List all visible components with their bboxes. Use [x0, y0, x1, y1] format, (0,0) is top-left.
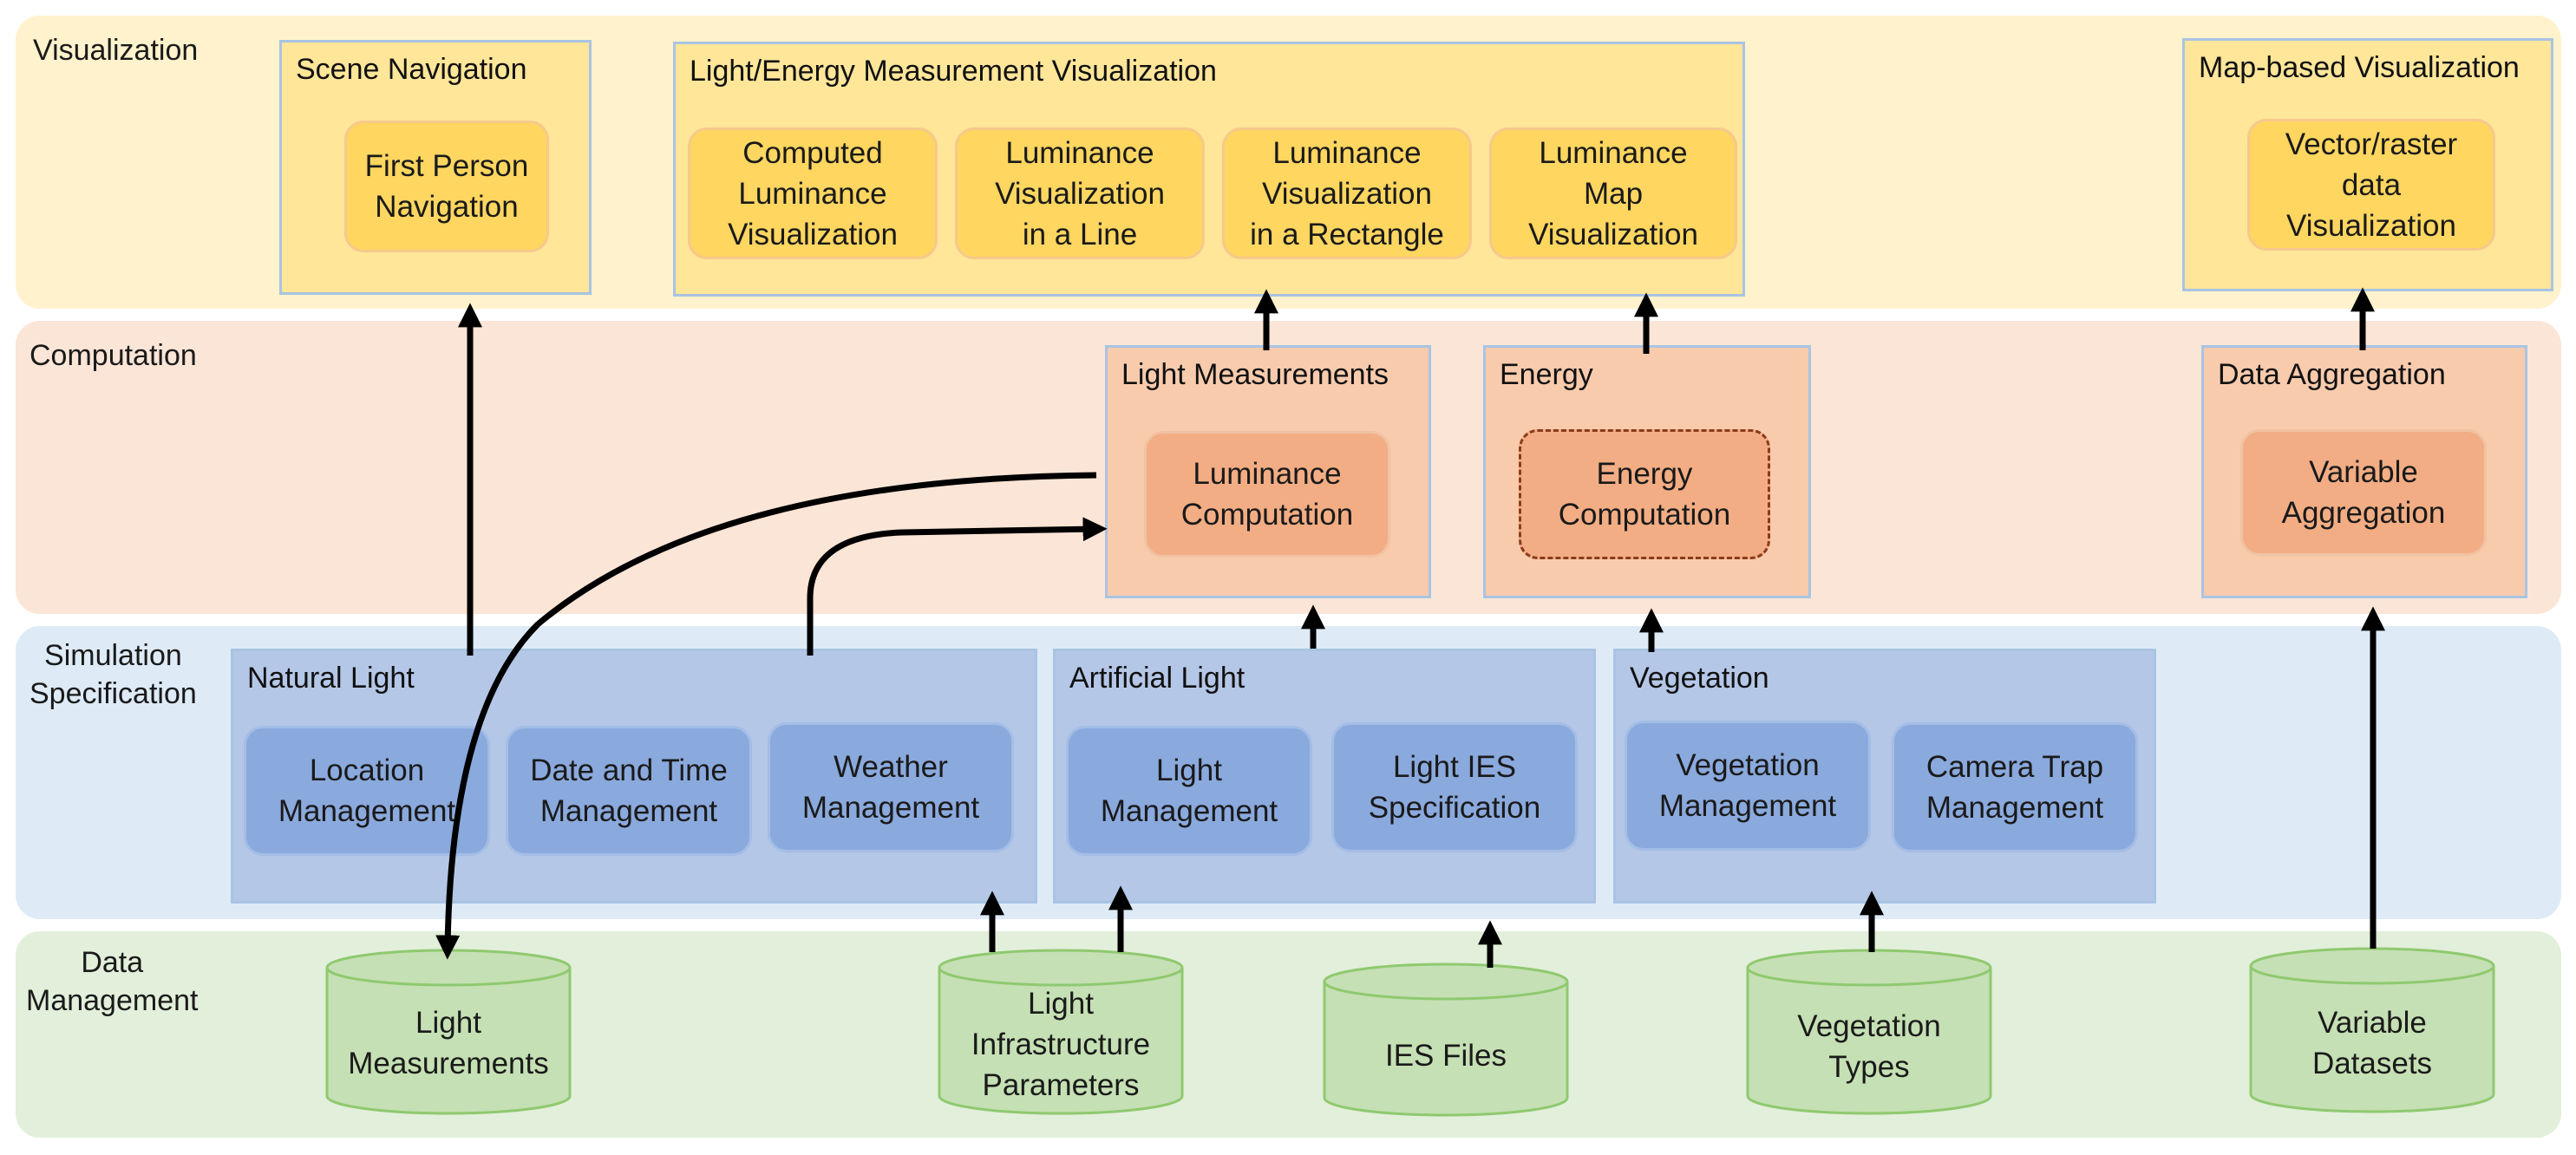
weather-management-module: Weather Management [768, 722, 1014, 852]
cylinder-icon [2249, 947, 2495, 1113]
natural-light-group: Natural Light Location Management Date a… [231, 649, 1037, 904]
computed-luminance-visualization-module: Computed Luminance Visualization [688, 127, 938, 259]
variable-datasets-datastore-label: Variable Datasets [2311, 1006, 2433, 1080]
light-management-module: Light Management [1066, 726, 1312, 856]
light-measurements-datastore-label: Light Measurements [348, 1006, 549, 1080]
natural-light-title: Natural Light [247, 662, 415, 695]
simulation-layer-label: Simulation Specification [29, 639, 197, 710]
scene-navigation-title: Scene Navigation [296, 53, 527, 86]
camera-trap-management-module: Camera Trap Management [1892, 722, 2138, 852]
energy-computation-module: Energy Computation [1519, 429, 1770, 559]
vegetation-types-datastore: Vegetation Types [1745, 949, 1993, 1115]
luminance-computation-module: Luminance Computation [1144, 431, 1390, 558]
light-infrastructure-datastore-label: Light Infrastructure Parameters [971, 987, 1151, 1102]
light-infrastructure-datastore: Light Infrastructure Parameters [937, 949, 1185, 1115]
light-ies-specification-module: Light IES Specification [1331, 722, 1578, 852]
cylinder-icon [938, 949, 1184, 1115]
vector-raster-visualization-module: Vector/raster data Visualization [2247, 119, 2495, 251]
light-measurements-group: Light Measurements Luminance Computation [1105, 345, 1431, 598]
vegetation-title: Vegetation [1630, 662, 1769, 695]
luminance-line-visualization-module: Luminance Visualization in a Line [955, 127, 1205, 259]
luminance-rectangle-visualization-module: Luminance Visualization in a Rectangle [1222, 127, 1472, 259]
vegetation-group: Vegetation Vegetation Management Camera … [1613, 649, 2156, 904]
cylinder-icon [325, 949, 572, 1115]
first-person-navigation-module: First Person Navigation [344, 121, 549, 252]
energy-group: Energy Energy Computation [1483, 345, 1811, 598]
arrow-luminance-computation-to-light-measurements-store [435, 472, 1097, 960]
vegetation-types-datastore-label: Vegetation Types [1797, 1009, 1941, 1084]
date-time-management-module: Date and Time Management [506, 726, 752, 856]
cylinder-icon [1323, 962, 1569, 1117]
scene-navigation-group: Scene Navigation First Person Navigation [279, 40, 592, 295]
arrow-weather-to-luminance-computation [807, 517, 1108, 656]
variable-datasets-datastore: Variable Datasets [2248, 947, 2496, 1113]
cylinder-icon [1746, 949, 1992, 1115]
ies-files-datastore: IES Files [1322, 962, 1570, 1117]
light-measurements-datastore: Light Measurements [324, 949, 572, 1115]
artificial-light-title: Artificial Light [1069, 662, 1246, 695]
measurement-visualization-group: Light/Energy Measurement Visualization C… [673, 42, 1745, 297]
map-visualization-group: Map-based Visualization Vector/raster da… [2182, 38, 2553, 291]
computation-layer-label: Computation [29, 339, 197, 372]
map-visualization-title: Map-based Visualization [2199, 51, 2520, 84]
artificial-light-group: Artificial Light Light Management Light … [1053, 649, 1596, 904]
measurement-visualization-title: Light/Energy Measurement Visualization [690, 55, 1217, 88]
light-measurements-title: Light Measurements [1121, 358, 1389, 391]
location-management-module: Location Management [244, 726, 490, 856]
variable-aggregation-module: Variable Aggregation [2240, 429, 2487, 556]
energy-title: Energy [1500, 358, 1593, 391]
luminance-map-visualization-module: Luminance Map Visualization [1489, 127, 1737, 259]
data-aggregation-group: Data Aggregation Variable Aggregation [2201, 345, 2527, 598]
ies-files-datastore-label: IES Files [1384, 1039, 1507, 1073]
vegetation-management-module: Vegetation Management [1625, 721, 1871, 851]
visualization-layer-label: Visualization [33, 34, 199, 67]
data-management-layer-label: Data Management [26, 946, 199, 1017]
data-aggregation-title: Data Aggregation [2218, 358, 2446, 391]
